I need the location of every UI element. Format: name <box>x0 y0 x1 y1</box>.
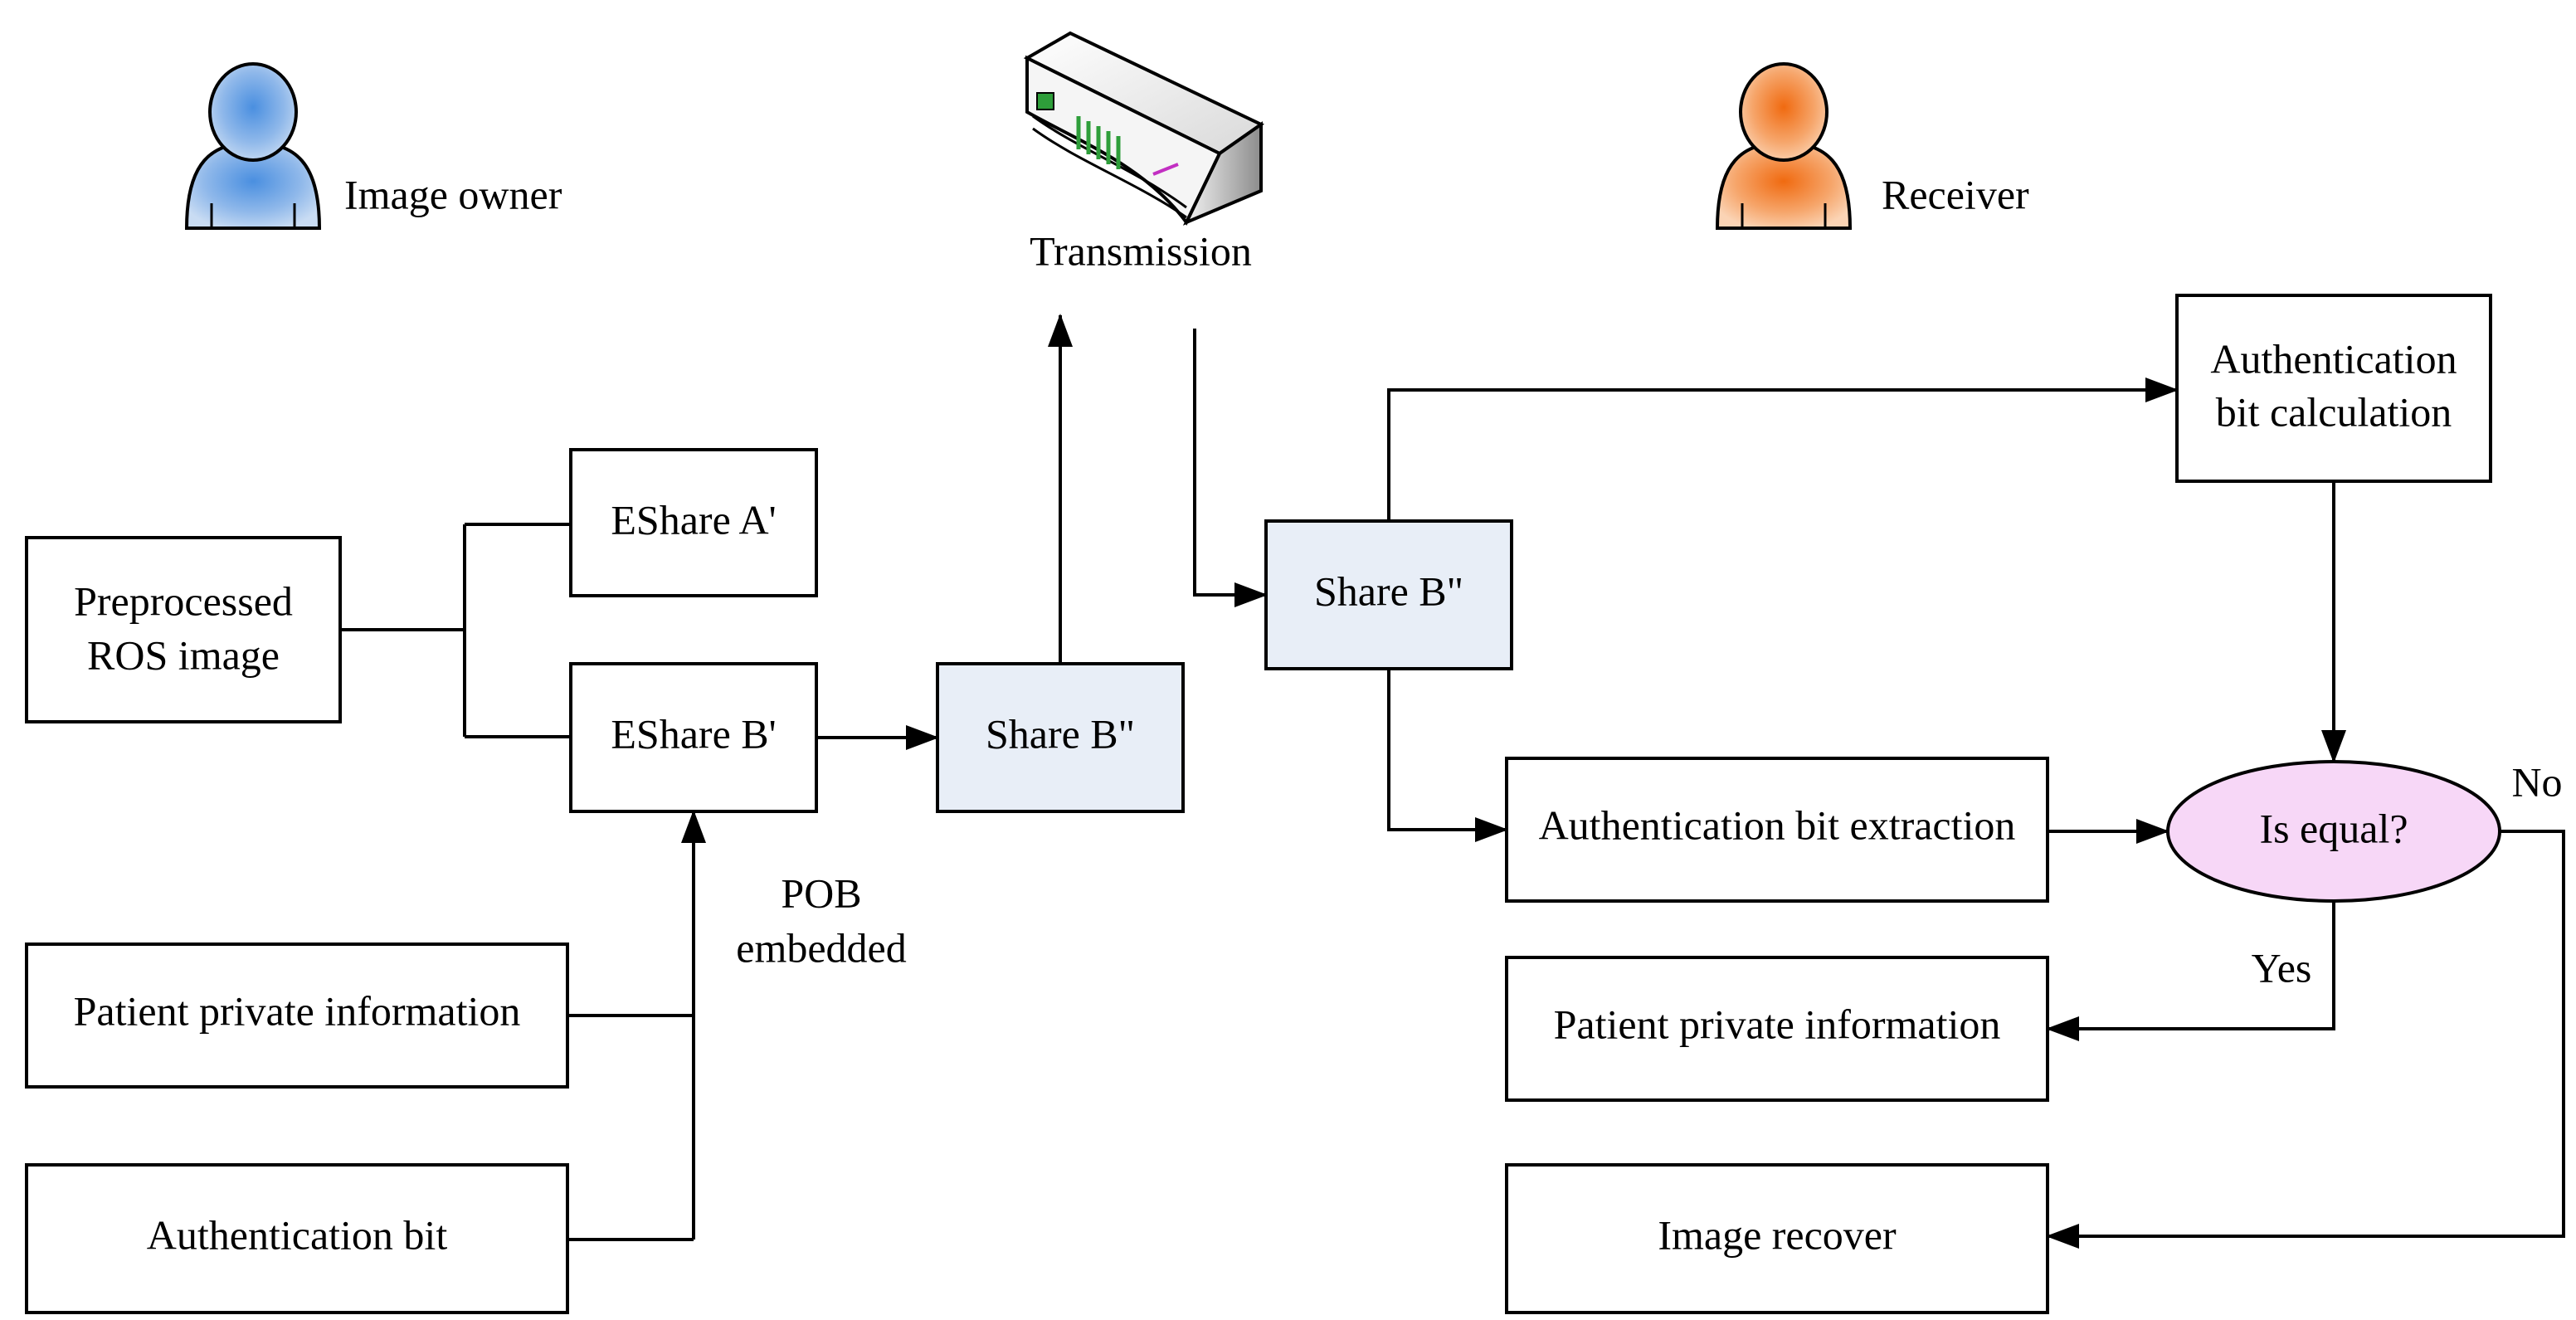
transmission-router-icon <box>1023 31 1264 226</box>
pob-label-line2: embedded <box>736 924 906 971</box>
no-label: No <box>2511 758 2562 805</box>
receiver-person-icon <box>1715 62 1853 230</box>
patient-info-left-box <box>25 943 569 1089</box>
patient-info-right-label: Patient private information <box>1554 1001 2001 1047</box>
transmission-label: Transmission <box>1030 227 1252 274</box>
patient-info-left-label: Patient private information <box>74 987 521 1034</box>
eshare-b-box <box>569 662 818 813</box>
share-b-left-label: Share B" <box>986 710 1135 757</box>
receiver-label: Receiver <box>1882 171 2029 217</box>
pob-label-line1: POB <box>781 869 861 916</box>
preprocessed-line1: Preprocessed <box>74 577 293 624</box>
arrow-from-transmission <box>1193 329 1268 607</box>
is-equal-label: Is equal? <box>2259 805 2408 851</box>
image-recover-label: Image recover <box>1658 1211 1897 1258</box>
patient-info-right-box <box>1505 956 2049 1102</box>
auth-calculation-line1: Authentication <box>2210 335 2457 382</box>
image-recover-box <box>1505 1163 2049 1314</box>
arrow-to-auth-extract <box>1387 669 1508 842</box>
arrow-to-auth-calc <box>1387 377 2179 521</box>
eshare-b-label: EShare B' <box>611 710 776 757</box>
arrow-no-to-image-recover <box>2046 830 2565 1249</box>
image-owner-label: Image owner <box>344 171 562 217</box>
preprocessed-ros-image-box <box>25 536 342 723</box>
image-owner-person-icon <box>184 62 322 230</box>
arrow-yes-to-patient-info <box>2046 901 2335 1041</box>
eshare-a-box <box>569 448 818 597</box>
authentication-bit-label: Authentication bit <box>147 1211 448 1258</box>
auth-extraction-label: Authentication bit extraction <box>1539 801 2016 848</box>
auth-calculation-line2: bit calculation <box>2216 388 2452 435</box>
share-b-right-label: Share B" <box>1314 567 1463 614</box>
connectors <box>340 314 2565 1249</box>
eshare-a-label: EShare A' <box>611 496 776 543</box>
authentication-bit-box <box>25 1163 569 1314</box>
yes-label: Yes <box>2252 944 2312 991</box>
preprocessed-line2: ROS image <box>87 631 280 678</box>
